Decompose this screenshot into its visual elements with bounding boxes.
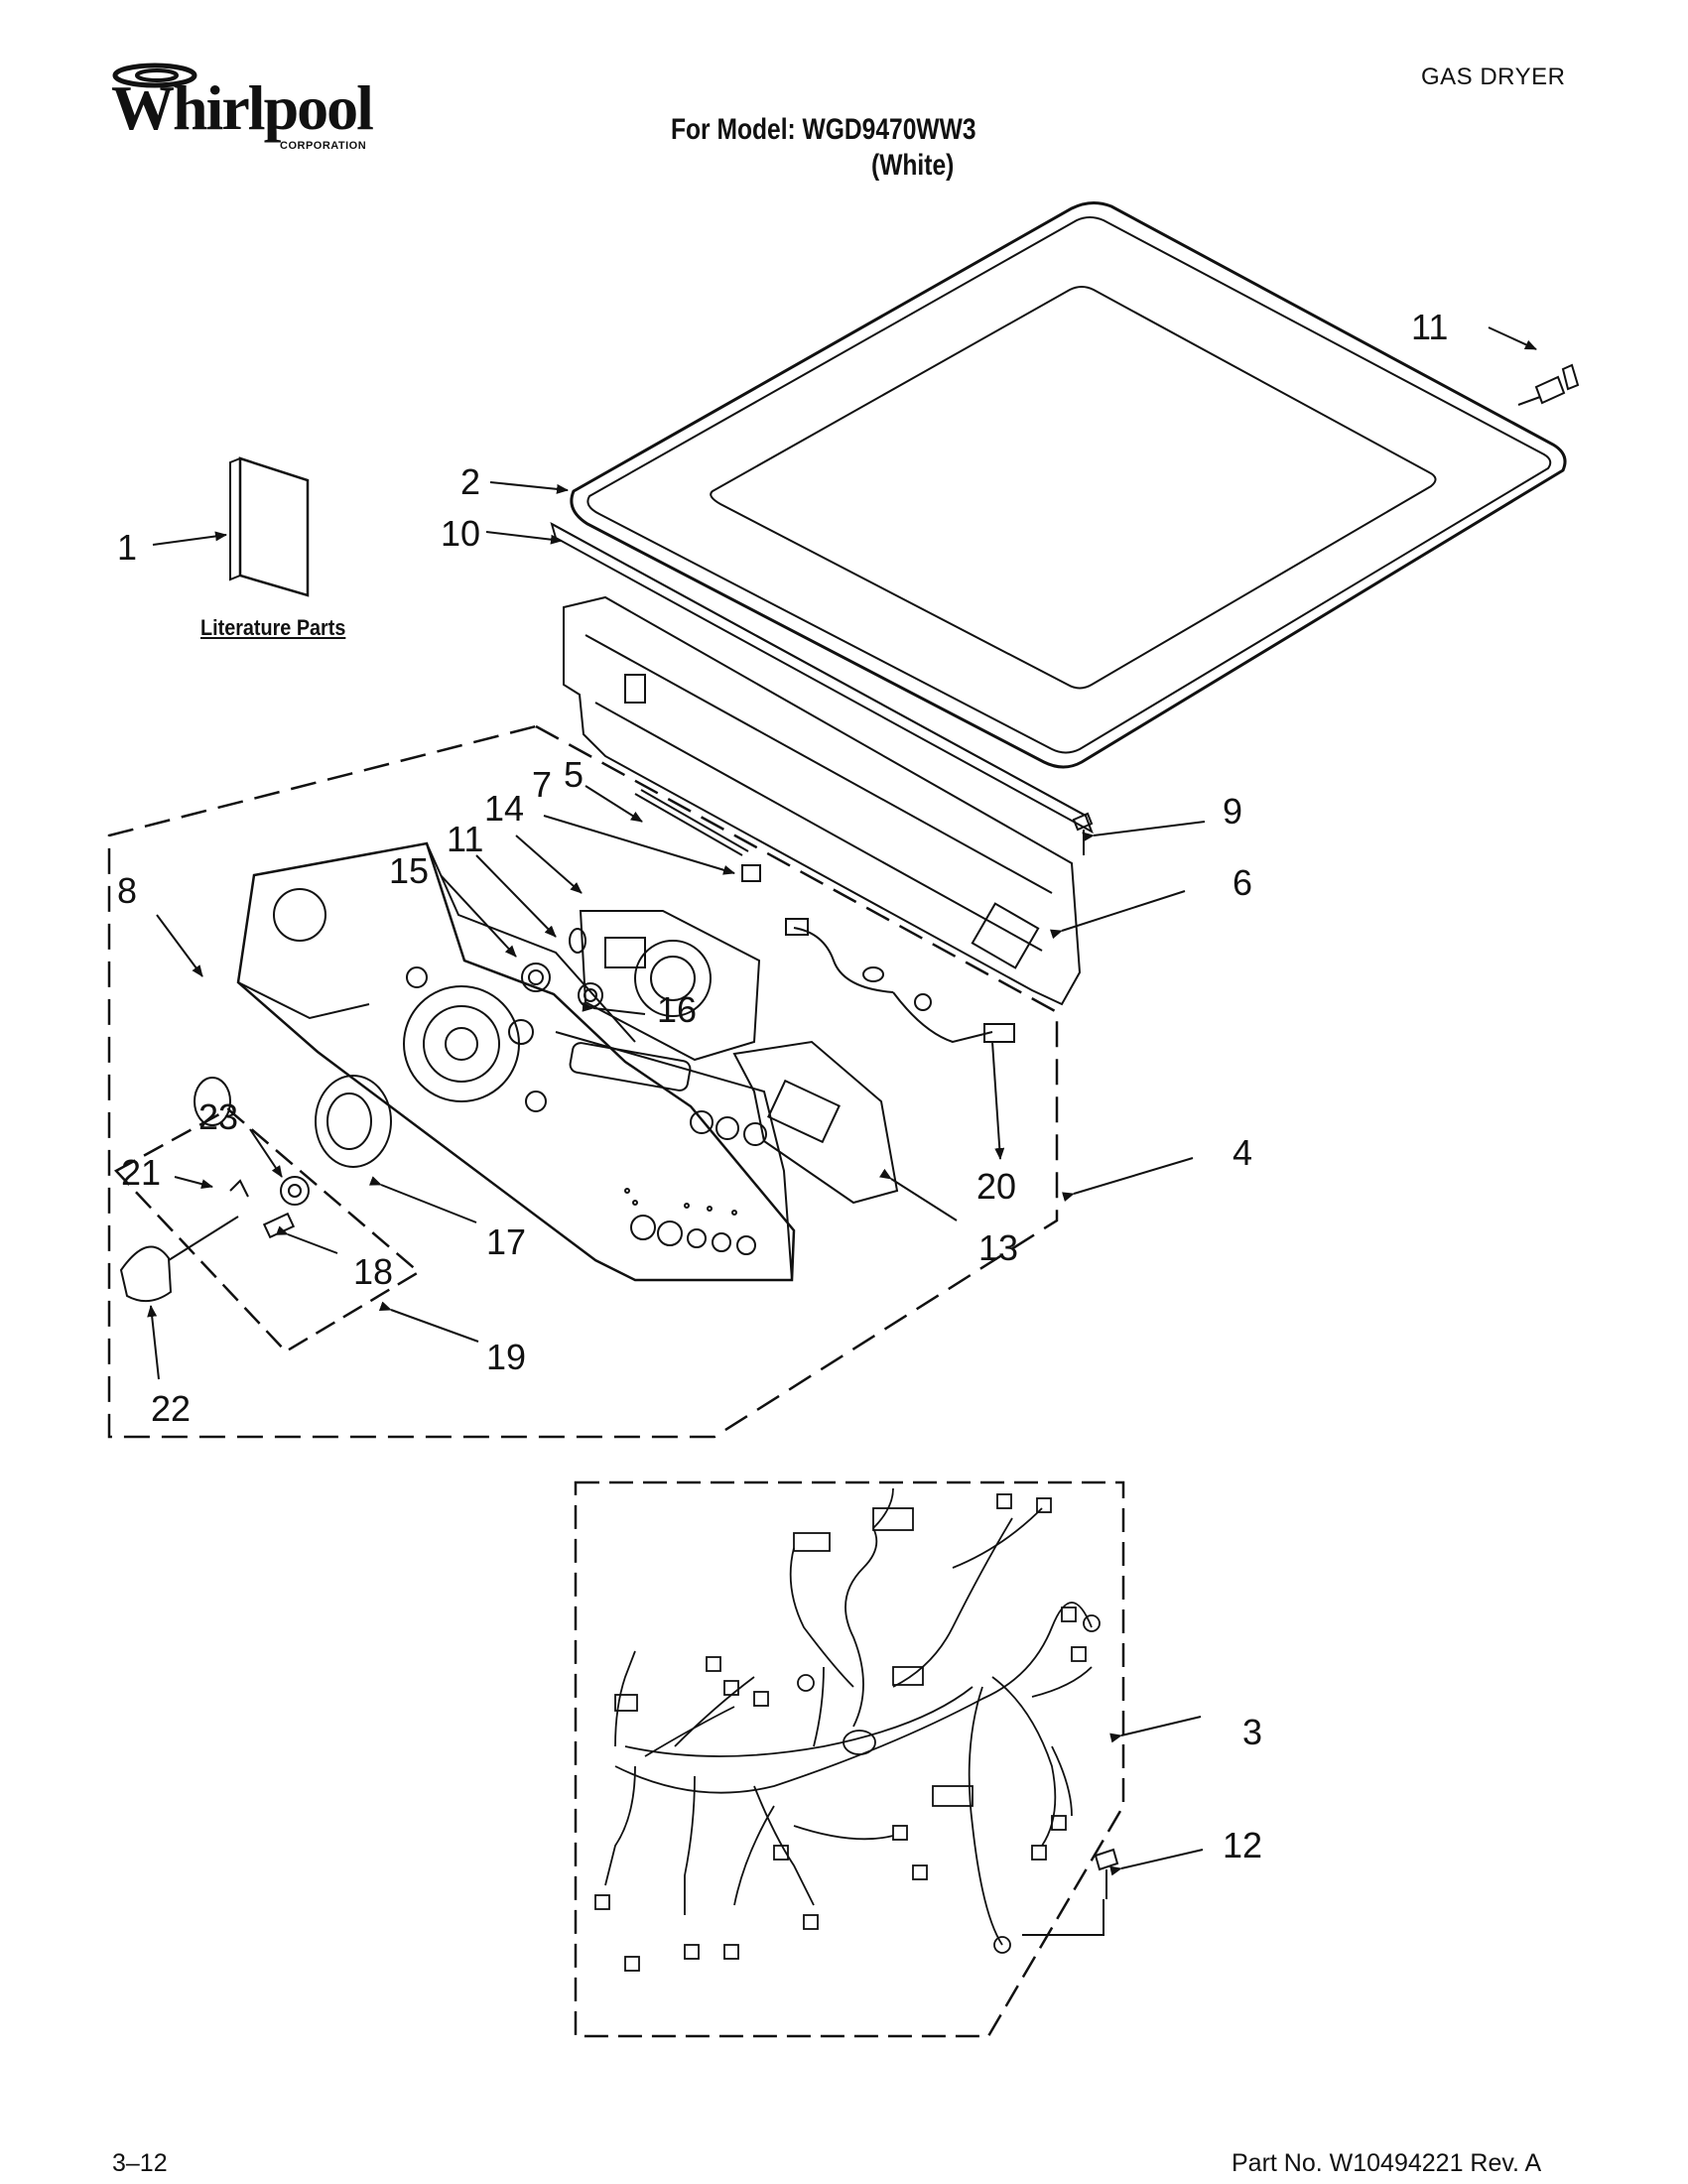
callout-15: 15 [389,850,430,891]
knob-light-socket [262,1212,296,1239]
control-panel-bracket [563,595,1082,1006]
callout-7: 7 [532,764,553,805]
callout-21: 21 [121,1152,162,1193]
callout-2: 2 [460,461,481,502]
literature-booklet [229,456,310,597]
callout-23: 23 [198,1096,239,1137]
user-interface-board [579,910,761,1062]
model-title: For Model: WGD9470WW3 [671,113,976,146]
callout-10: 10 [441,513,481,554]
page-number: 3–12 [112,2149,168,2177]
console-assembly-boundary [107,724,1059,1439]
callout-14: 14 [484,788,525,829]
console-buttons [624,1110,767,1255]
knob-insert [569,928,586,954]
knob-assembly-boundary [113,1107,422,1353]
top-panel [570,201,1567,769]
brand-logo-sub: CORPORATION [280,140,367,152]
knob-encoder [521,963,551,992]
knob-spring-clip [229,1179,249,1198]
front-trim-strip [550,521,1094,835]
knob-ring [194,1077,231,1126]
callout-3: 3 [1242,1712,1263,1752]
screw-bracket [1072,812,1094,855]
screw-ground [1022,1848,1119,1936]
callout-16: 16 [657,989,698,1030]
callout-9: 9 [1223,791,1243,832]
callout-20: 20 [976,1166,1017,1207]
console-housing [236,841,796,1282]
callout-1: 1 [117,527,138,568]
control-knob [119,1216,239,1303]
callout-12: 12 [1223,1825,1263,1865]
electronic-control-board [732,1040,899,1205]
screw-top-right [1517,363,1580,406]
callout-6: 6 [1233,862,1253,903]
part-number: Part No. W10494221 Rev. A [1232,2149,1542,2177]
callout-18: 18 [353,1251,394,1292]
brand-logo: Whirlpool [111,72,374,143]
callout-leaders [147,326,1537,1876]
document-type: GAS DRYER [1421,64,1566,90]
callout-22: 22 [151,1388,192,1429]
callout-13: 13 [978,1227,1019,1268]
main-wire-harness [594,1487,1101,1972]
callout-4: 4 [1233,1132,1253,1173]
whirlpool-swirl-icon [112,63,197,88]
knob-hub [280,1176,310,1206]
callout-19: 19 [486,1337,527,1377]
callout-11-top: 11 [1411,307,1449,347]
callout-17: 17 [486,1221,527,1262]
knob-retainer [578,982,603,1008]
model-color: (White) [871,149,955,182]
knob-bezel [315,1075,392,1168]
callout-5: 5 [564,754,584,795]
literature-parts-label: Literature Parts [200,615,346,640]
wire-harness-boundary [574,1480,1125,2038]
callout-11-console: 11 [447,819,484,859]
console-wire-harness [634,789,1015,1044]
callout-8: 8 [117,870,138,911]
